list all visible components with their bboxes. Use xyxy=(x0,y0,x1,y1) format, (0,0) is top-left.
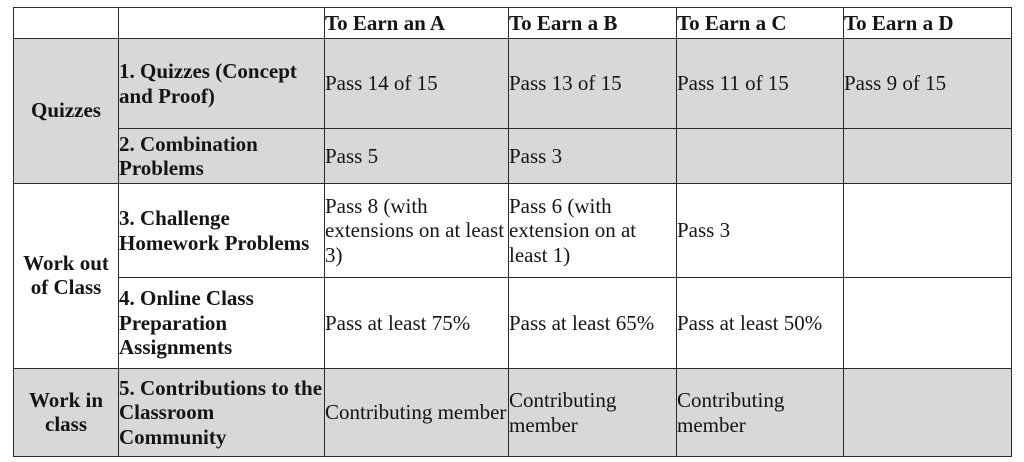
category-cell-work-out-of-class: Work out of Class xyxy=(13,183,119,369)
criteria-cell-d xyxy=(843,128,1012,184)
criteria-cell-b: Pass 6 (with extension on at least 1) xyxy=(508,183,677,278)
criteria-cell-c: Pass 3 xyxy=(676,183,844,278)
criteria-cell-b: Pass 3 xyxy=(508,128,677,184)
header-cell-grade-c: To Earn a C xyxy=(676,7,844,39)
criteria-cell-a: Contributing member xyxy=(324,368,509,457)
header-cell-grade-a: To Earn an A xyxy=(324,7,509,39)
table-row: Work out of Class 3. Challenge Homework … xyxy=(13,183,1012,369)
criteria-cell-a: Pass 5 xyxy=(324,128,509,184)
header-cell-item xyxy=(118,7,325,39)
criteria-cell-c: Pass at least 50% xyxy=(676,277,844,369)
category-cell-work-in-class: Work in class xyxy=(13,368,119,457)
header-cell-grade-b: To Earn a B xyxy=(508,7,677,39)
header-row: To Earn an A To Earn a B To Earn a C To … xyxy=(13,7,1012,39)
table-row: Work in class 5. Contributions to the Cl… xyxy=(13,368,1012,457)
criteria-cell-c: Pass 11 of 15 xyxy=(676,38,844,129)
criteria-cell-c xyxy=(676,128,844,184)
table-row: 2. Combination Problems Pass 5 Pass 3 xyxy=(14,128,1012,184)
criteria-cell-b: Pass at least 65% xyxy=(508,277,677,369)
criteria-cell-b: Contributing member xyxy=(508,368,677,457)
criteria-cell-d xyxy=(843,368,1012,457)
criteria-cell-d xyxy=(843,277,1012,369)
table-header: To Earn an A To Earn a B To Earn a C To … xyxy=(13,7,1012,39)
item-cell: 3. Challenge Homework Problems xyxy=(118,183,325,278)
criteria-cell-a: Pass at least 75% xyxy=(324,277,509,369)
grading-criteria-table: To Earn an A To Earn a B To Earn a C To … xyxy=(13,7,1012,457)
header-cell-category xyxy=(13,7,119,39)
item-cell: 1. Quizzes (Concept and Proof) xyxy=(118,38,325,129)
category-cell-quizzes: Quizzes xyxy=(13,38,119,184)
item-cell: 2. Combination Problems xyxy=(118,128,325,184)
table-row: 4. Online Class Preparation Assignments … xyxy=(14,277,1012,369)
item-cell: 4. Online Class Preparation Assignments xyxy=(118,277,325,369)
table-row: Quizzes 1. Quizzes (Concept and Proof) P… xyxy=(13,38,1012,184)
table-body: Quizzes 1. Quizzes (Concept and Proof) P… xyxy=(13,38,1012,457)
criteria-cell-a: Pass 8 (with extensions on at least 3) xyxy=(324,183,509,278)
item-cell: 5. Contributions to the Classroom Commun… xyxy=(118,368,325,457)
criteria-cell-c: Contributing member xyxy=(676,368,844,457)
criteria-cell-b: Pass 13 of 15 xyxy=(508,38,677,129)
header-cell-grade-d: To Earn a D xyxy=(843,7,1012,39)
criteria-cell-d: Pass 9 of 15 xyxy=(843,38,1012,129)
criteria-cell-a: Pass 14 of 15 xyxy=(324,38,509,129)
criteria-cell-d xyxy=(843,183,1012,278)
